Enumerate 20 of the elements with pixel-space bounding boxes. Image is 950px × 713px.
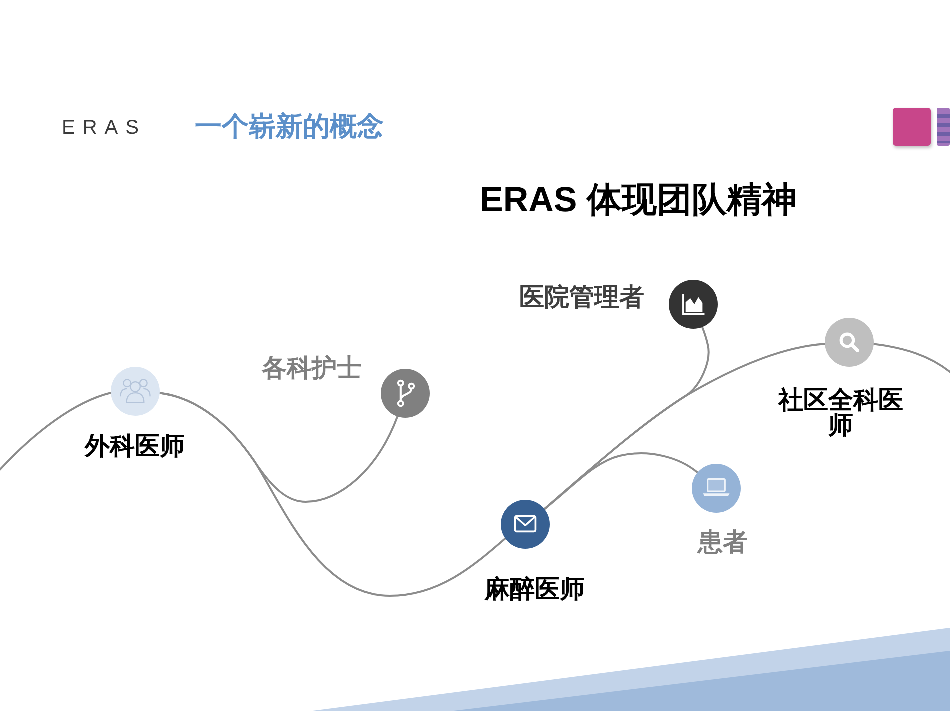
node-label: 患者 [698,530,748,556]
section-label: ERAS [62,118,146,138]
connector [544,452,698,510]
subtitle: 一个崭新的概念 [195,114,384,140]
connector [544,343,826,510]
node-label: 麻醉医师 [485,578,585,602]
title: ERAS 体现团队精神 [480,182,797,218]
search-icon [824,318,874,366]
node-label: 各科护士 [262,356,362,382]
branch-icon [380,368,430,418]
node-label: 外科医师 [85,434,185,460]
node-label: 社区全科医师 [777,388,904,438]
people-icon [110,366,160,416]
node-label: 医院管理者 [520,286,644,310]
laptop-icon [692,464,740,512]
connector [0,392,112,471]
connector [872,343,950,373]
area-chart-icon [668,280,718,328]
envelope-icon [500,500,550,548]
connector [158,392,506,597]
